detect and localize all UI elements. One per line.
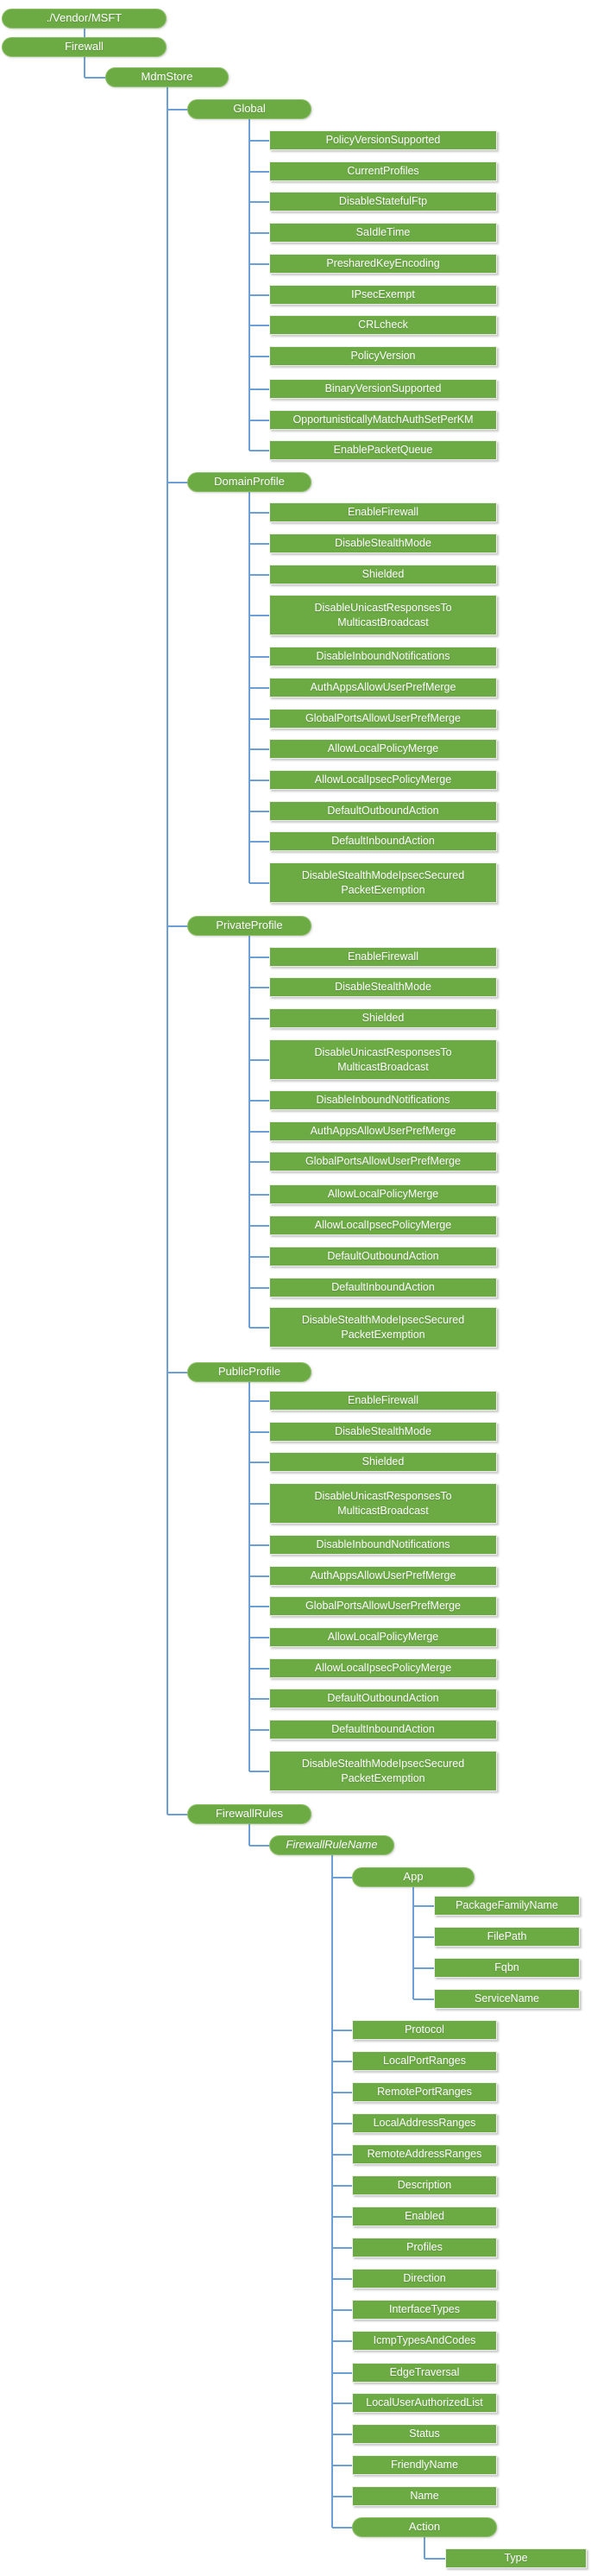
node-public-globalportsallowuserprefmerge: GlobalPortsAllowUserPrefMerge — [269, 1596, 497, 1616]
node-public-shielded: Shielded — [269, 1452, 497, 1472]
node-rule-remoteportranges: RemotePortRanges — [352, 2082, 497, 2102]
node-domain-enablefirewall: EnableFirewall — [269, 502, 497, 522]
node-private-allowlocalipsecpolicymerge: AllowLocalIpsecPolicyMerge — [269, 1215, 497, 1235]
node-global: Global — [187, 99, 311, 119]
node-domain-defaultinboundaction: DefaultInboundAction — [269, 831, 497, 851]
node-rule-status: Status — [352, 2424, 497, 2444]
node-rule-profiles: Profiles — [352, 2238, 497, 2257]
node-domain-allowlocalpolicymerge: AllowLocalPolicyMerge — [269, 739, 497, 759]
node-public-enablefirewall: EnableFirewall — [269, 1391, 497, 1411]
node-rule-direction: Direction — [352, 2269, 497, 2289]
node-domain-globalportsallowuserprefmerge: GlobalPortsAllowUserPrefMerge — [269, 709, 497, 729]
node-public-disableunicastresponsestomulticastbroadcast: DisableUnicastResponsesTo MulticastBroad… — [269, 1483, 497, 1524]
node-domainprofile: DomainProfile — [187, 472, 311, 492]
node-public-defaultoutboundaction: DefaultOutboundAction — [269, 1689, 497, 1708]
node-rule-localuserauthorizedlist: LocalUserAuthorizedList — [352, 2393, 497, 2413]
node-domain-defaultoutboundaction: DefaultOutboundAction — [269, 801, 497, 821]
node-rule-name: Name — [352, 2486, 497, 2506]
node-firewallrules: FirewallRules — [187, 1804, 311, 1824]
node-private-defaultinboundaction: DefaultInboundAction — [269, 1278, 497, 1297]
node-global-disablestatefulftp: DisableStatefulFtp — [269, 192, 497, 212]
node-domain-disablestealthmode: DisableStealthMode — [269, 534, 497, 553]
node-privateprofile: PrivateProfile — [187, 916, 311, 936]
node-public-disablestealthmodeipsecsecuredpacketexemption: DisableStealthModeIpsecSecured PacketExe… — [269, 1751, 497, 1791]
node-firewall: Firewall — [2, 37, 167, 57]
node-app-servicename: ServiceName — [434, 1989, 580, 2009]
node-mdmstore: MdmStore — [105, 67, 229, 87]
node-private-authappsallowuserprefmerge: AuthAppsAllowUserPrefMerge — [269, 1121, 497, 1141]
node-domain-authappsallowuserprefmerge: AuthAppsAllowUserPrefMerge — [269, 678, 497, 698]
node-private-enablefirewall: EnableFirewall — [269, 947, 497, 967]
node-rule-interfacetypes: InterfaceTypes — [352, 2300, 497, 2320]
node-domain-disableunicastresponsestomulticastbroadcast: DisableUnicastResponsesTo MulticastBroad… — [269, 595, 497, 635]
node-rule-edgetraversal: EdgeTraversal — [352, 2363, 497, 2383]
node-private-shielded: Shielded — [269, 1008, 497, 1028]
node-private-globalportsallowuserprefmerge: GlobalPortsAllowUserPrefMerge — [269, 1152, 497, 1171]
node-rule-icmptypesandcodes: IcmpTypesAndCodes — [352, 2331, 497, 2351]
node-app: App — [352, 1867, 475, 1887]
node-public-allowlocalipsecpolicymerge: AllowLocalIpsecPolicyMerge — [269, 1658, 497, 1678]
node-rule-protocol: Protocol — [352, 2020, 497, 2040]
node-firewallrulename: FirewallRuleName — [269, 1835, 394, 1855]
node-rule-remoteaddressranges: RemoteAddressRanges — [352, 2144, 497, 2164]
node-global-crlcheck: CRLcheck — [269, 315, 497, 335]
node-rule-friendlyname: FriendlyName — [352, 2455, 497, 2475]
node-private-disablestealthmodeipsecsecuredpacketexemption: DisableStealthModeIpsecSecured PacketExe… — [269, 1307, 497, 1348]
node-global-presharedkeyencoding: PresharedKeyEncoding — [269, 254, 497, 274]
node-global-saidletime: SaIdleTime — [269, 223, 497, 243]
node-private-disablestealthmode: DisableStealthMode — [269, 977, 497, 997]
node-global-enablepacketqueue: EnablePacketQueue — [269, 440, 497, 460]
node-public-allowlocalpolicymerge: AllowLocalPolicyMerge — [269, 1627, 497, 1647]
node-action-type: Type — [445, 2548, 587, 2568]
node-global-binaryversionsupported: BinaryVersionSupported — [269, 379, 497, 399]
node-vendor-msft: ./Vendor/MSFT — [2, 9, 167, 28]
node-domain-shielded: Shielded — [269, 565, 497, 584]
node-public-disableinboundnotifications: DisableInboundNotifications — [269, 1535, 497, 1555]
node-global-policyversionsupported: PolicyVersionSupported — [269, 130, 497, 150]
node-private-disableinboundnotifications: DisableInboundNotifications — [269, 1090, 497, 1110]
node-app-fqbn: Fqbn — [434, 1958, 580, 1978]
node-app-packagefamilyname: PackageFamilyName — [434, 1896, 580, 1916]
node-publicprofile: PublicProfile — [187, 1362, 311, 1382]
node-domain-disablestealthmodeipsecsecuredpacketexemption: DisableStealthModeIpsecSecured PacketExe… — [269, 862, 497, 903]
node-public-authappsallowuserprefmerge: AuthAppsAllowUserPrefMerge — [269, 1566, 497, 1586]
node-global-opportunisticallymatchauthsetperkm: OpportunisticallyMatchAuthSetPerKM — [269, 410, 497, 430]
node-global-policyversion: PolicyVersion — [269, 346, 497, 366]
node-private-allowlocalpolicymerge: AllowLocalPolicyMerge — [269, 1184, 497, 1204]
node-action: Action — [352, 2517, 497, 2537]
node-global-ipsecexempt: IPsecExempt — [269, 285, 497, 305]
node-private-defaultoutboundaction: DefaultOutboundAction — [269, 1247, 497, 1266]
node-public-disablestealthmode: DisableStealthMode — [269, 1422, 497, 1442]
node-public-defaultinboundaction: DefaultInboundAction — [269, 1720, 497, 1739]
node-rule-localaddressranges: LocalAddressRanges — [352, 2113, 497, 2133]
node-rule-description: Description — [352, 2175, 497, 2195]
node-domain-allowlocalipsecpolicymerge: AllowLocalIpsecPolicyMerge — [269, 770, 497, 790]
node-global-currentprofiles: CurrentProfiles — [269, 161, 497, 181]
node-rule-localportranges: LocalPortRanges — [352, 2051, 497, 2071]
node-domain-disableinboundnotifications: DisableInboundNotifications — [269, 647, 497, 666]
node-private-disableunicastresponsestomulticastbroadcast: DisableUnicastResponsesTo MulticastBroad… — [269, 1039, 497, 1080]
node-app-filepath: FilePath — [434, 1927, 580, 1947]
node-rule-enabled: Enabled — [352, 2207, 497, 2226]
